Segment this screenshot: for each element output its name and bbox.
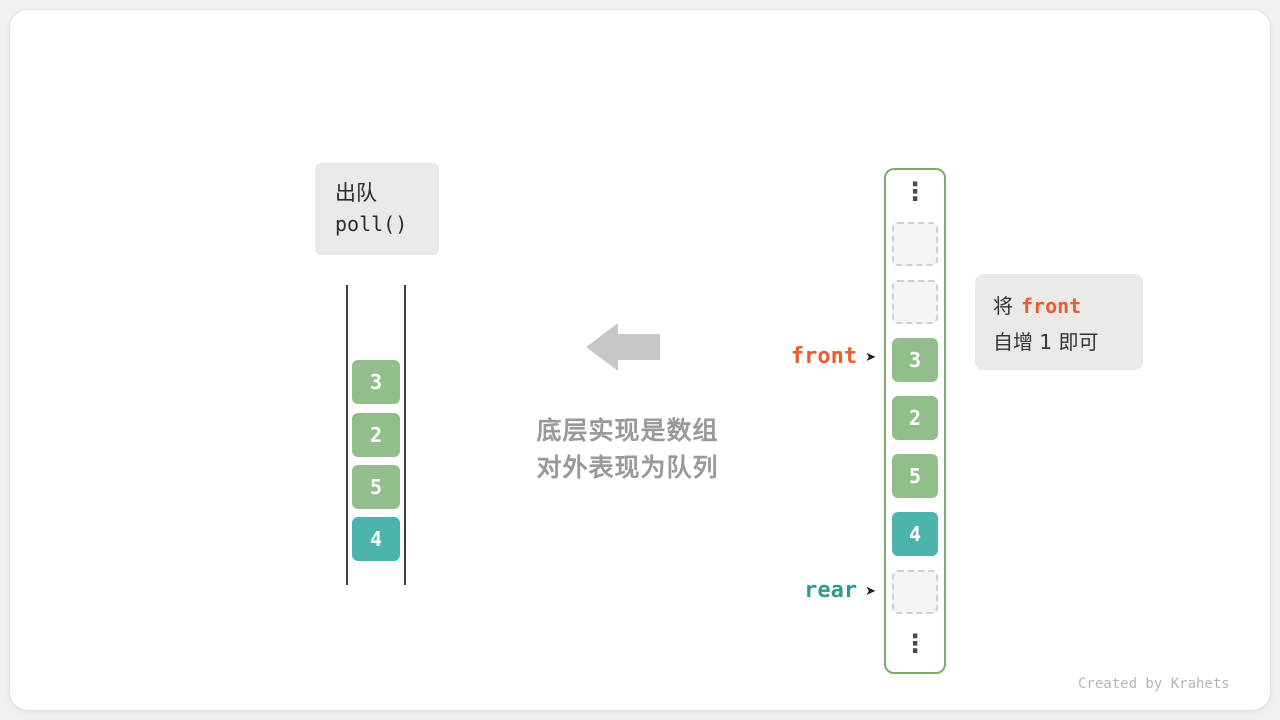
array-cell: 3 [892,338,938,382]
array-cell-empty [892,222,938,266]
queue-view: 3 2 5 4 [346,285,406,585]
watermark: Created by Krahets [1078,676,1230,692]
array-cell: 2 [892,396,938,440]
arrow-head [586,323,618,371]
front-pointer-arrow-icon: ➤ [865,350,876,365]
caption-line1: 底层实现是数组 [536,416,719,445]
caption: 底层实现是数组 对外表现为队列 [495,412,760,486]
queue-cell: 4 [352,517,400,561]
note-code: front [1021,294,1082,318]
ellipsis-top-icon: ⋮ [902,177,928,206]
queue-cell: 2 [352,413,400,457]
rear-pointer-label: rear [804,578,858,603]
rear-pointer: rear ➤ [700,577,876,605]
note-suffix: 自增 1 即可 [993,330,1099,354]
arrow-left-icon [586,323,660,371]
front-pointer-label: front [790,344,858,369]
front-pointer: front ➤ [700,343,876,371]
array-view: ⋮ 3 2 5 4 ⋮ [884,168,946,674]
array-cell-empty [892,280,938,324]
queue-cell: 3 [352,360,400,404]
note-box: 将 front 自增 1 即可 [975,274,1143,370]
arrow-shaft [618,334,660,360]
note-line1: 将 front [993,288,1143,324]
dequeue-method: poll() [335,212,408,236]
ellipsis-bottom-icon: ⋮ [902,629,928,658]
array-cell: 4 [892,512,938,556]
note-prefix: 将 [993,294,1013,318]
rear-pointer-arrow-icon: ➤ [865,584,876,599]
array-cell: 5 [892,454,938,498]
caption-line2: 对外表现为队列 [536,453,719,482]
array-cell-empty [892,570,938,614]
queue-cell: 5 [352,465,400,509]
dequeue-title: 出队 [335,181,377,205]
dequeue-label-box: 出队 poll() [315,163,439,255]
